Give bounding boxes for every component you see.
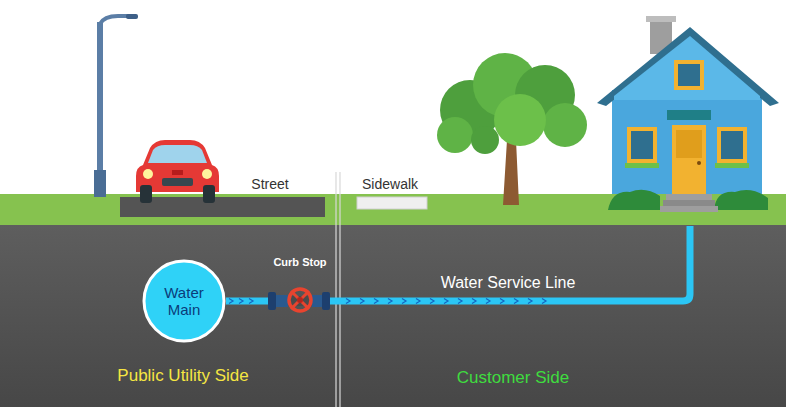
street-label: Street (251, 176, 288, 192)
water-pipe (226, 298, 262, 305)
sidewalk-label: Sidewalk (362, 176, 418, 192)
zone-label: Public Utility Side (117, 366, 248, 386)
service-line-pipe (338, 226, 690, 301)
water-main-circle: Water Main (142, 259, 226, 343)
sidewalk-slab (357, 197, 427, 209)
underground (0, 225, 786, 407)
service-line-label: Water Service Line (441, 274, 576, 292)
node-title: Water Main (153, 284, 215, 319)
property-line (339, 172, 340, 407)
zone-label: Customer Side (457, 368, 569, 388)
car (136, 140, 219, 203)
node-heading: Curb Stop (273, 254, 326, 269)
property-line (335, 172, 336, 407)
street-lamp (94, 14, 138, 197)
house (597, 16, 779, 212)
tree (437, 53, 587, 205)
grass (0, 194, 786, 226)
curb-stop-valve: Curb Stop (262, 254, 338, 318)
